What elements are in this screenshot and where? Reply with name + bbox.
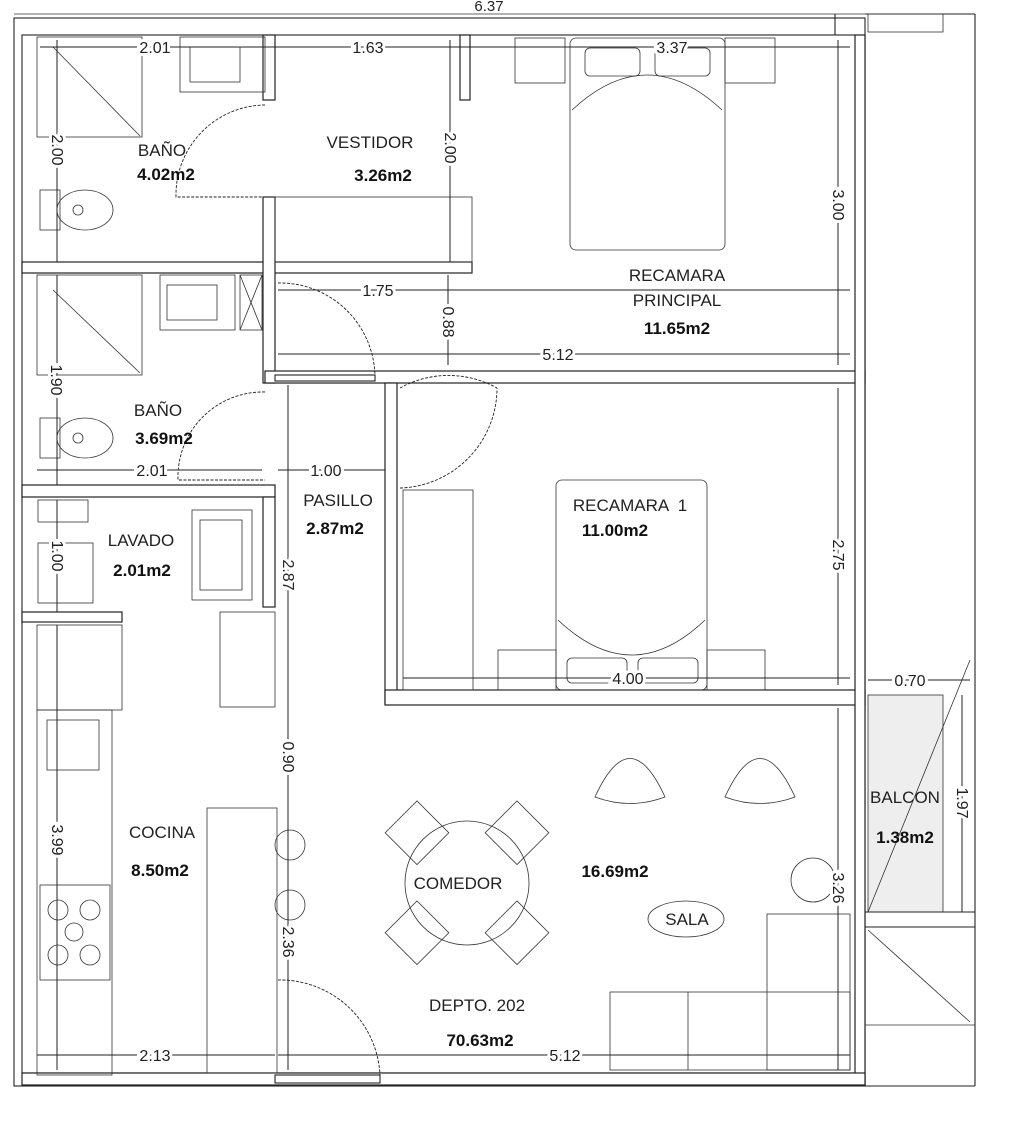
room-labels: BAÑO 4.02m2 VESTIDOR 3.26m2 RECAMARA PRI… — [108, 133, 940, 1050]
room-r1-name: RECAMARA 1 — [573, 496, 687, 515]
room-lavado-name: LAVADO — [108, 531, 174, 550]
room-bano2-name: BAÑO — [134, 401, 182, 420]
bathroom-fixtures — [36, 36, 266, 459]
room-rp-name-2: PRINCIPAL — [633, 291, 722, 310]
dim-vestidor-height: 2.00 — [441, 132, 458, 163]
dim-cocina-height: 3.99 — [48, 824, 65, 855]
dim-hall-width: 1.75 — [362, 283, 393, 300]
living-furniture — [594, 758, 851, 1071]
dim-balcon-width: 0.70 — [894, 673, 925, 690]
room-r1-area: 11.00m2 — [582, 521, 648, 540]
room-vestidor-area: 3.26m2 — [354, 166, 412, 185]
dim-pasillo-length: 2.87 — [279, 559, 296, 590]
room-comedor-name: COMEDOR — [414, 874, 503, 893]
dim-balcon-height: 1.97 — [953, 787, 970, 818]
room-bano2-area: 3.69m2 — [135, 429, 193, 448]
room-balcon-area: 1.38m2 — [876, 828, 934, 847]
room-pasillo-area: 2.87m2 — [306, 519, 364, 538]
bed-recamara1 — [402, 479, 766, 691]
room-lavado-area: 2.01m2 — [113, 561, 171, 580]
dim-rp-top-width: 3.37 — [656, 40, 687, 57]
dining-table — [384, 800, 550, 966]
dim-bano2-width: 2.01 — [136, 463, 167, 480]
dim-vestidor-width: 1.63 — [352, 40, 383, 57]
room-sala-name: SALA — [665, 910, 709, 929]
dim-bano1-height: 2.00 — [48, 134, 65, 165]
dim-r1-height: 2.75 — [829, 539, 846, 570]
room-cocina-name: COCINA — [129, 823, 196, 842]
room-pasillo-name: PASILLO — [303, 491, 373, 510]
dim-hall-height: 0.88 — [439, 306, 456, 337]
room-balcon-name: BALCON — [870, 788, 940, 807]
unit-name: DEPTO. 202 — [429, 996, 525, 1015]
dim-rp-width: 5.12 — [542, 347, 573, 364]
balcony — [865, 659, 975, 1026]
interior-walls — [21, 34, 866, 1086]
kitchen-fixtures — [36, 611, 306, 1076]
laundry-fixtures — [37, 499, 253, 604]
dim-bano2-height: 1.90 — [47, 364, 64, 395]
room-vestidor-name: VESTIDOR — [327, 133, 414, 152]
dim-bar-length: 2.36 — [279, 926, 296, 957]
dim-cocina-width: 2.13 — [139, 1048, 170, 1065]
room-sala-area: 16.69m2 — [581, 862, 648, 881]
room-rp-area: 11.65m2 — [644, 319, 710, 338]
door-swings — [175, 104, 498, 1076]
dim-kitchen-gap: 0.90 — [279, 741, 296, 772]
room-bano1-name: BAÑO — [138, 141, 186, 160]
dim-lavado-height: 1.00 — [48, 540, 65, 571]
dim-pasillo-width: 1.00 — [310, 463, 341, 480]
dim-rp-height: 3.00 — [829, 189, 846, 220]
dimension-labels: 6.37 2.01 1.63 3.37 1.75 5.12 2.01 1.00 … — [44, 0, 973, 1068]
unit-area: 70.63m2 — [446, 1031, 513, 1050]
dim-sala-height: 3.26 — [829, 872, 846, 903]
dim-bano1-width: 2.01 — [139, 40, 170, 57]
dim-sala-width: 5.12 — [549, 1048, 580, 1065]
bed-master — [514, 37, 776, 251]
room-rp-name-1: RECAMARA — [629, 266, 726, 285]
dimension-lines — [37, 40, 970, 1070]
room-cocina-area: 8.50m2 — [131, 861, 189, 880]
overall-width-label: 6.37 — [474, 0, 503, 15]
room-bano1-area: 4.02m2 — [137, 165, 195, 184]
dim-r1-width: 4.00 — [612, 671, 643, 688]
